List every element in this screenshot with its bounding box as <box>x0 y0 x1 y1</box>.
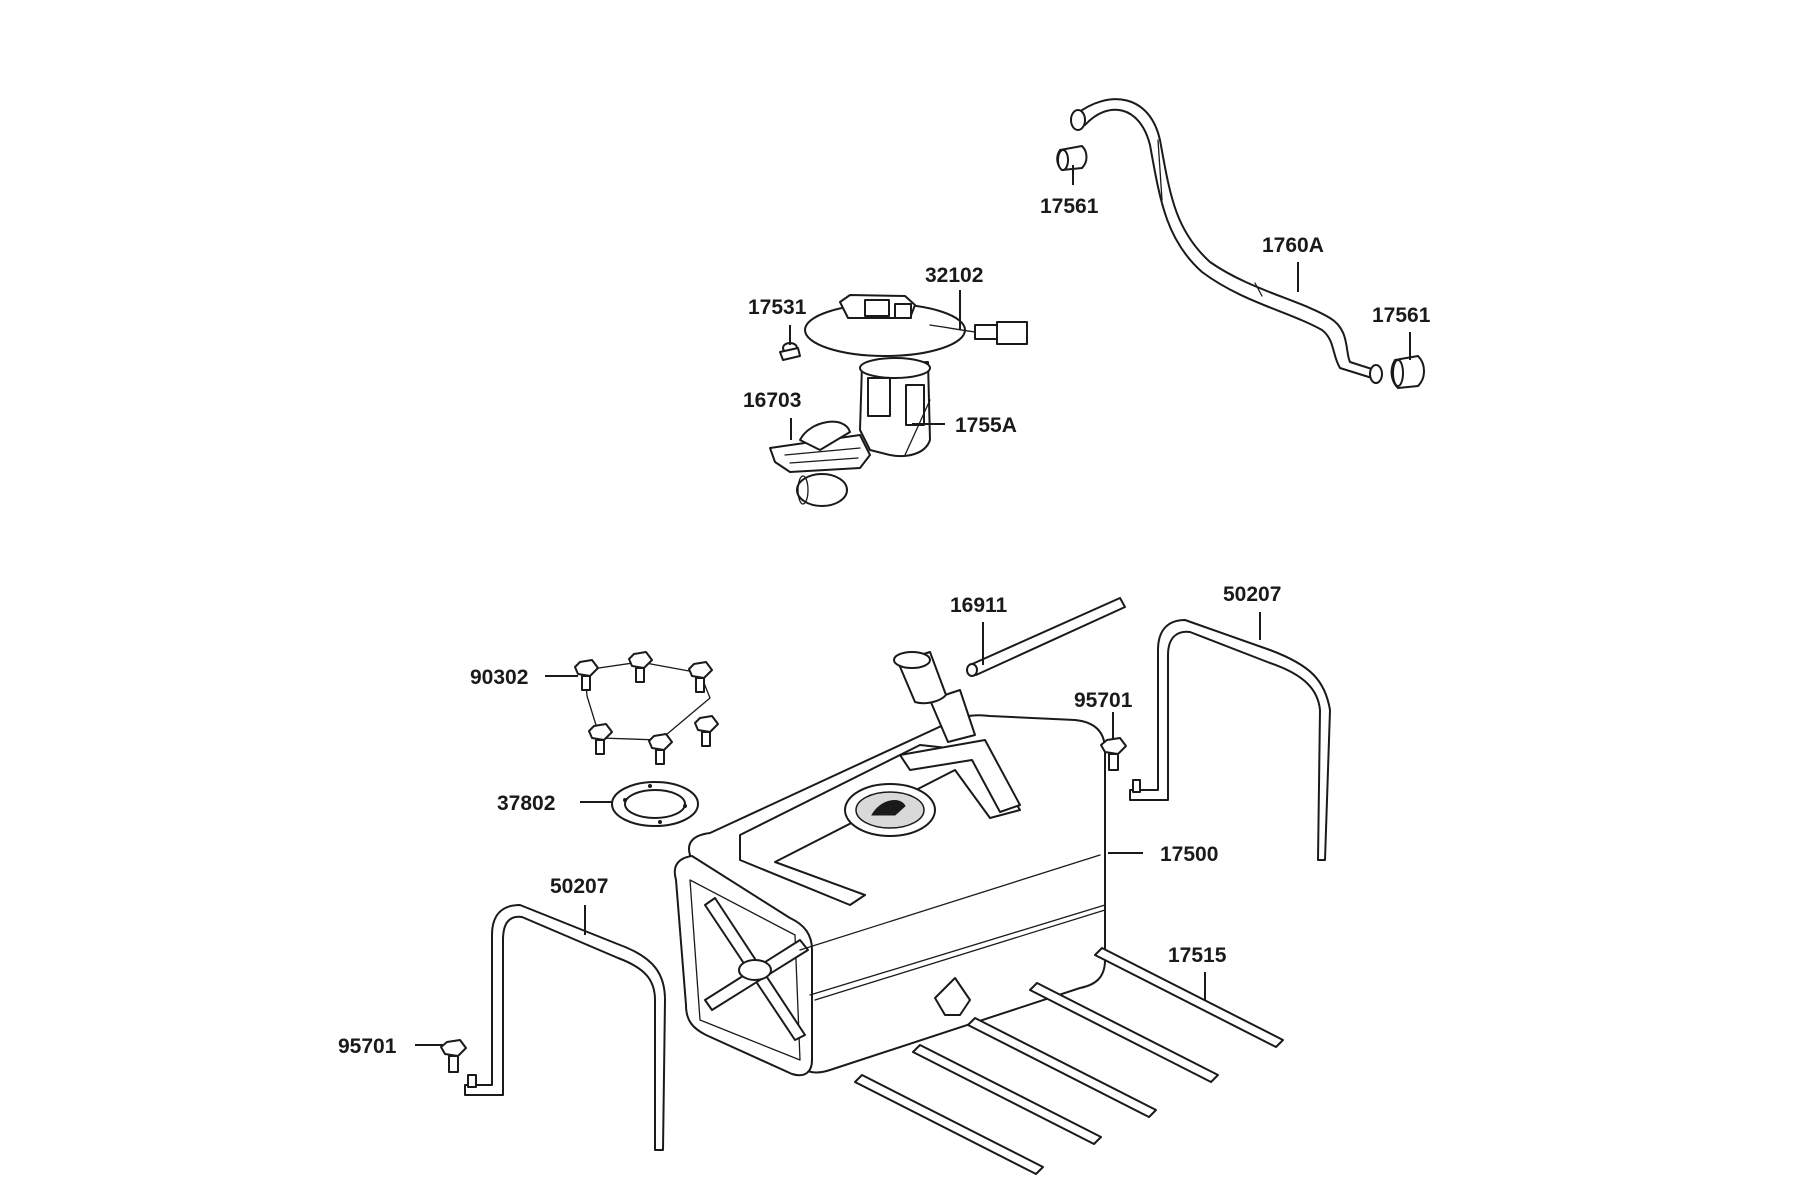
fuel-pump-assembly-1755A <box>769 294 1028 507</box>
label-17515: 17515 <box>1168 944 1227 967</box>
label-1755A: 1755A <box>955 414 1017 437</box>
bolt <box>588 723 613 755</box>
bolt <box>694 715 719 747</box>
label-16703: 16703 <box>743 389 801 412</box>
label-95701-right: 95701 <box>1074 689 1133 712</box>
bolt <box>574 659 599 691</box>
flange-bolts-90302 <box>574 651 719 765</box>
label-50207-left: 50207 <box>550 875 608 898</box>
fitting-17531 <box>779 342 801 361</box>
leader-lines <box>415 165 1411 1046</box>
label-16911: 16911 <box>950 594 1008 617</box>
label-37802: 37802 <box>497 792 555 815</box>
bolt <box>688 661 713 693</box>
label-32102: 32102 <box>925 264 983 287</box>
label-17561-right: 17561 <box>1372 304 1431 327</box>
tank-strap-50207-left <box>464 904 666 1151</box>
bolt-95701-left <box>440 1039 467 1073</box>
vapor-hose-1760A <box>1070 98 1383 384</box>
label-17531: 17531 <box>748 296 807 319</box>
label-90302: 90302 <box>470 666 528 689</box>
hose-clamp-17561-top <box>1056 145 1088 171</box>
vent-hose-16911 <box>966 597 1126 677</box>
gasket-37802 <box>611 781 699 827</box>
label-95701-left: 95701 <box>338 1035 397 1058</box>
label-50207-right: 50207 <box>1223 583 1281 606</box>
tank-strap-50207-right <box>1129 619 1331 861</box>
bolt-95701-right <box>1100 737 1127 771</box>
label-1760A: 1760A <box>1262 234 1324 257</box>
bolt <box>628 651 653 683</box>
bolt <box>648 733 673 765</box>
part-number-labels: 17561 1760A 17561 32102 17531 16703 1755… <box>338 195 1431 1058</box>
tank-pads-17515 <box>854 947 1284 1175</box>
fuel-tank-17500 <box>673 651 1106 1077</box>
label-17500: 17500 <box>1160 843 1218 866</box>
hose-clamp-17561-right <box>1390 355 1425 389</box>
label-17561-top: 17561 <box>1040 195 1099 218</box>
